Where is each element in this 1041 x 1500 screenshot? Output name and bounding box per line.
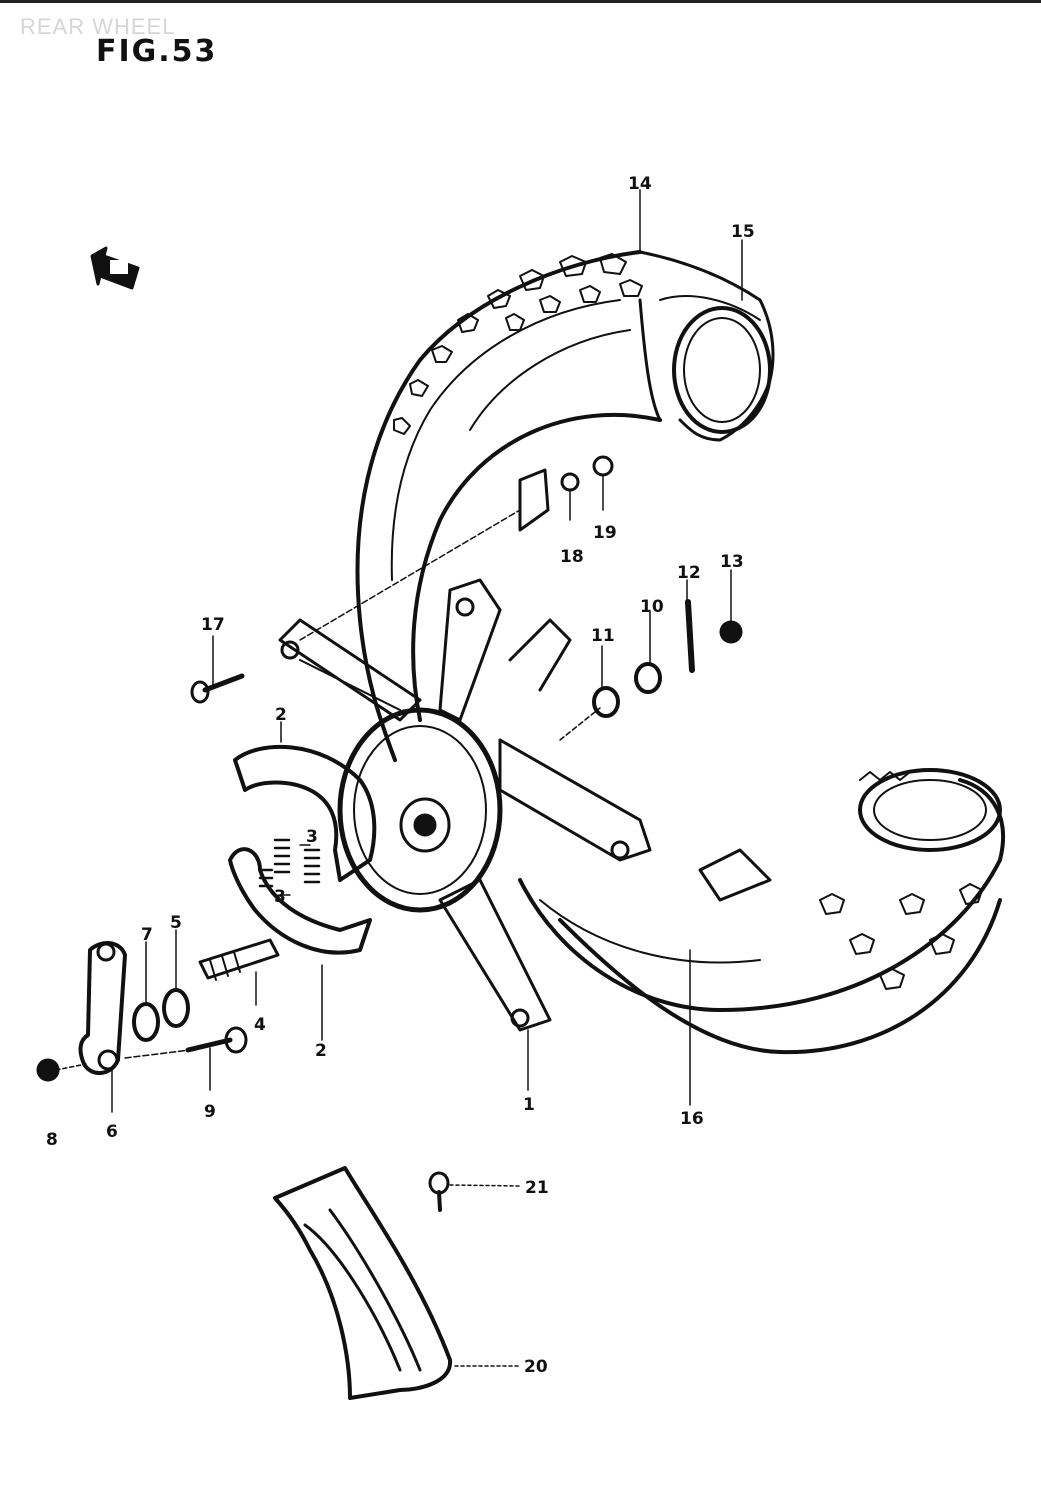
nut-10 <box>634 662 662 694</box>
callout-20: 20 <box>524 1357 548 1377</box>
front-direction-arrow-icon <box>90 246 140 290</box>
callout-5: 5 <box>170 913 182 933</box>
nut-18 <box>560 472 580 492</box>
tire <box>355 250 775 762</box>
callout-11: 11 <box>591 626 615 646</box>
callout-14: 14 <box>628 174 652 194</box>
washer <box>132 1002 160 1042</box>
callout-8: 8 <box>46 1130 58 1150</box>
nut-13 <box>719 620 743 644</box>
brake-spring <box>258 838 321 888</box>
bolt-12 <box>685 599 695 673</box>
callout-2-lower: 2 <box>315 1041 327 1061</box>
leader-lines <box>55 189 743 1367</box>
callout-6: 6 <box>106 1122 118 1142</box>
callout-4: 4 <box>254 1015 266 1035</box>
lever-bolt <box>185 1026 248 1054</box>
callout-15: 15 <box>731 222 755 242</box>
callout-10: 10 <box>640 597 664 617</box>
top-rule <box>0 0 1041 3</box>
washer-11 <box>592 686 620 718</box>
screw-21 <box>428 1171 450 1212</box>
watermark: REAR WHEEL <box>20 14 176 39</box>
callout-3-upper: 3 <box>306 827 318 847</box>
wheel-hub <box>278 468 652 1032</box>
chain-guard <box>273 1166 452 1400</box>
callout-17: 17 <box>201 615 225 635</box>
callout-2-upper: 2 <box>275 705 287 725</box>
callout-13: 13 <box>720 552 744 572</box>
callout-9: 9 <box>204 1102 216 1122</box>
callout-1: 1 <box>523 1095 535 1115</box>
brake-shoe <box>228 744 377 955</box>
callout-19: 19 <box>593 523 617 543</box>
sprocket-bolt <box>190 673 245 704</box>
rim <box>518 768 1006 1055</box>
callout-12: 12 <box>677 563 701 583</box>
nut-19 <box>592 455 614 477</box>
figure-title: FIG.53 <box>96 34 218 69</box>
o-ring <box>162 988 190 1028</box>
inner-tube <box>659 295 772 434</box>
nut <box>36 1058 60 1082</box>
callout-3-lower: 3 <box>274 887 286 907</box>
callout-18: 18 <box>560 547 584 567</box>
brake-cam <box>198 938 280 981</box>
brake-cam-lever <box>78 941 127 1075</box>
callout-16: 16 <box>680 1109 704 1129</box>
callout-7: 7 <box>141 925 153 945</box>
callout-21: 21 <box>525 1178 549 1198</box>
